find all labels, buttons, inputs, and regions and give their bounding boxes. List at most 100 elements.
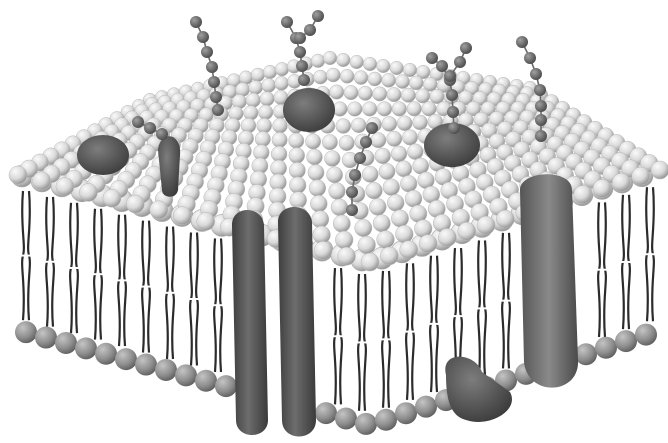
sugar-bead xyxy=(535,100,547,112)
top-head xyxy=(363,57,377,71)
top-head xyxy=(271,146,287,162)
top-head xyxy=(251,68,265,82)
top-head xyxy=(257,118,272,133)
top-head xyxy=(309,180,326,197)
sugar-bead xyxy=(190,16,202,28)
top-head xyxy=(383,179,400,196)
sugar-bead xyxy=(426,52,438,64)
sugar-bead xyxy=(304,24,316,36)
sugar-bead xyxy=(524,52,536,64)
top-head xyxy=(593,179,611,197)
sugar-bead xyxy=(281,16,293,28)
top-head xyxy=(324,151,340,167)
bottom-head xyxy=(15,321,37,343)
sugar-bead xyxy=(436,60,448,72)
top-head xyxy=(103,189,121,207)
top-head xyxy=(313,226,331,244)
bottom-head xyxy=(595,337,617,359)
top-head xyxy=(331,199,348,216)
top-head xyxy=(350,55,364,69)
top-head xyxy=(358,236,376,254)
sugar-bead xyxy=(447,106,459,118)
top-head xyxy=(358,86,372,100)
top-head xyxy=(337,53,351,67)
bottom-head xyxy=(415,396,437,418)
top-head xyxy=(333,215,350,232)
bottom-head xyxy=(615,330,637,352)
top-head xyxy=(126,195,144,213)
bottom-head xyxy=(175,364,197,386)
peripheral-protein xyxy=(283,88,335,132)
sugar-bead xyxy=(144,122,156,134)
top-head xyxy=(391,146,407,162)
bottom-head xyxy=(335,408,357,430)
top-head xyxy=(290,192,307,209)
top-head xyxy=(387,87,401,101)
top-head xyxy=(260,92,274,106)
top-head xyxy=(289,177,306,194)
top-head xyxy=(403,63,417,77)
top-head xyxy=(272,132,287,147)
top-head xyxy=(400,241,418,259)
sugar-bead xyxy=(530,68,542,80)
sugar-bead xyxy=(201,46,213,58)
top-head xyxy=(392,102,407,117)
top-head xyxy=(246,93,260,107)
sugar-bead xyxy=(294,46,306,58)
peripheral-protein-bottom xyxy=(445,357,512,422)
top-head xyxy=(407,144,423,160)
sugar-bead xyxy=(294,32,306,44)
top-head xyxy=(310,195,327,212)
top-head xyxy=(361,253,379,271)
top-head xyxy=(314,241,332,259)
top-head xyxy=(340,69,354,83)
sugar-bead xyxy=(212,104,224,116)
top-head xyxy=(458,222,476,240)
sugar-bead xyxy=(206,61,218,73)
top-head xyxy=(375,148,391,164)
top-head xyxy=(362,102,377,117)
bottom-head xyxy=(135,354,157,376)
top-head xyxy=(336,119,351,134)
top-head xyxy=(323,51,337,65)
top-head xyxy=(396,225,414,243)
bottom-head xyxy=(395,402,417,424)
sugar-bead xyxy=(296,60,308,72)
top-head xyxy=(351,118,366,133)
sugar-bead xyxy=(535,130,547,142)
sugar-bead xyxy=(346,204,358,216)
peripheral-protein xyxy=(77,135,129,175)
bottom-head xyxy=(195,370,217,392)
sugar-bead xyxy=(366,122,378,134)
top-head xyxy=(338,247,356,265)
top-head xyxy=(354,71,368,85)
top-head xyxy=(197,212,215,230)
sugar-bead xyxy=(535,114,547,126)
channel-protein-left-lobe xyxy=(232,210,268,435)
top-head xyxy=(369,199,386,216)
top-head xyxy=(419,235,437,253)
top-head xyxy=(422,102,437,117)
top-head xyxy=(612,173,630,191)
top-head xyxy=(400,175,417,192)
top-head xyxy=(397,116,412,131)
bottom-head xyxy=(375,409,397,431)
top-head xyxy=(407,102,422,117)
top-head xyxy=(289,162,305,178)
top-head xyxy=(335,231,353,249)
sugar-bead xyxy=(156,128,168,140)
top-head xyxy=(401,88,415,102)
top-head xyxy=(150,201,168,219)
top-head xyxy=(263,65,277,79)
top-head xyxy=(438,229,456,247)
sugar-bead xyxy=(349,169,361,181)
top-head xyxy=(313,70,327,84)
top-head xyxy=(275,76,289,90)
channel-protein-right-lobe xyxy=(278,207,316,437)
top-head xyxy=(289,148,305,164)
top-head xyxy=(382,73,396,87)
top-head xyxy=(405,190,422,207)
sugar-bead xyxy=(298,74,310,86)
